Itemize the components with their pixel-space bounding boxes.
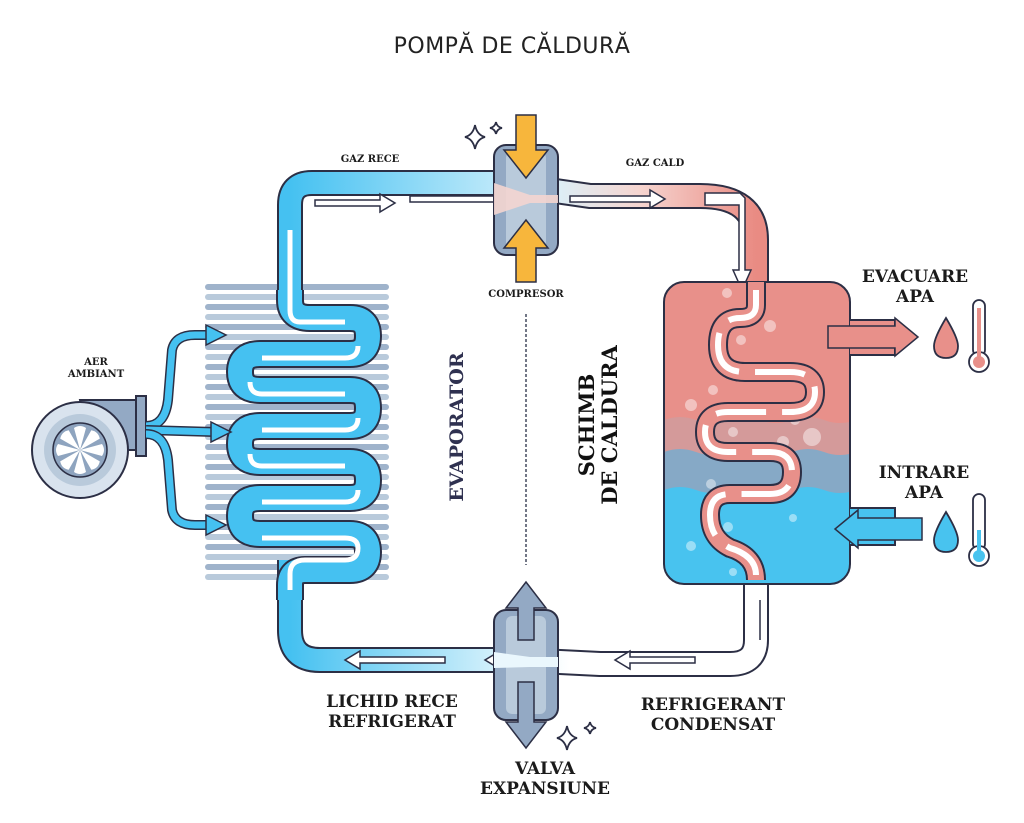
label-gaz-cald: GAZ CALD — [625, 158, 685, 169]
valve-arrow-up — [504, 580, 548, 641]
expansion-valve — [493, 580, 559, 750]
sparkle-icon-valve — [556, 721, 597, 751]
fan-blade — [80, 444, 104, 456]
label-evacuare-apa: EVACUARE APA — [861, 267, 969, 307]
compressor-arrow-down — [502, 114, 550, 180]
sparkle-icon — [464, 121, 503, 150]
fin — [205, 334, 389, 340]
label-lichid-rece-refrigerat: LICHID RECE REFRIGERAT — [326, 692, 458, 732]
valve-arrow-down — [504, 681, 548, 750]
fan-blade — [74, 426, 86, 450]
fin — [205, 404, 389, 410]
fan-blade — [74, 450, 86, 474]
label-compresor: COMPRESOR — [488, 289, 564, 300]
ambient-air-arrows — [145, 323, 233, 537]
label-evaporator: EVAPORATOR — [446, 352, 468, 502]
label-intrare-apa: INTRARE APA — [878, 463, 970, 503]
label-schimb-caldura: SCHIMB DE CALDURA — [574, 345, 623, 505]
label-valva-expansiune: VALVA EXPANSIUNE — [480, 759, 610, 799]
fan-blade — [60, 430, 80, 450]
evaporator-coil — [226, 230, 382, 600]
compressor-arrow-up — [502, 218, 550, 283]
thermometer-hot-icon — [968, 299, 990, 373]
fan-blade — [80, 450, 100, 470]
label-refrigerant-condensat: REFRIGERANT CONDENSAT — [640, 695, 786, 735]
compressor — [493, 114, 559, 283]
fan-icon — [31, 395, 147, 499]
hot-water-out-arrow — [827, 316, 920, 358]
fan-blade — [56, 444, 80, 456]
pipe-liquid-fill — [279, 560, 767, 675]
cold-water-in-arrow — [833, 508, 923, 550]
fan-blade — [80, 430, 100, 450]
diagram-title: POMPĂ DE CĂLDURĂ — [393, 34, 631, 59]
label-gaz-rece: GAZ RECE — [340, 154, 400, 165]
cold-water-drop-icon — [933, 510, 959, 553]
hot-water-drop-icon — [933, 316, 959, 359]
heat-exchanger-tank — [663, 281, 923, 585]
fan-blade — [60, 450, 80, 470]
thermometer-cold-icon — [968, 493, 990, 567]
label-aer-ambiant: AER AMBIANT — [67, 357, 125, 380]
